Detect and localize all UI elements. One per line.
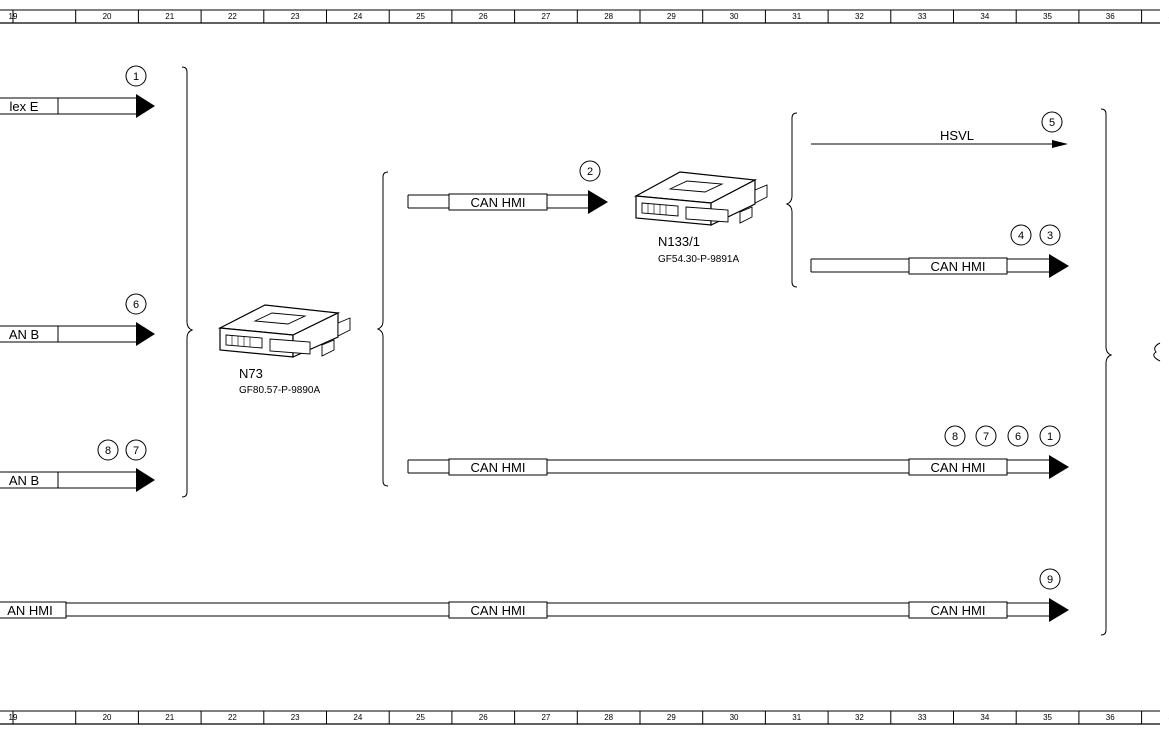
arrow-head-icon bbox=[1049, 254, 1069, 278]
ruler-top: 19202122232425262728293031323334353637 bbox=[0, 9, 1169, 24]
ruler-number: 23 bbox=[291, 713, 300, 722]
ruler-number: 36 bbox=[1106, 713, 1115, 722]
ruler-number: 27 bbox=[541, 12, 550, 21]
ruler-number: 22 bbox=[228, 12, 237, 21]
callout: 1 bbox=[1047, 431, 1053, 443]
ecu-doc-ref: GF54.30-P-9891A bbox=[658, 254, 739, 265]
ruler-number: 31 bbox=[792, 12, 801, 21]
ruler-number: 28 bbox=[604, 713, 613, 722]
ruler-number: 35 bbox=[1043, 713, 1052, 722]
ruler-number: 32 bbox=[855, 12, 864, 21]
bus-can-hmi-long: CAN HMI CAN HMI 8 7 6 1 bbox=[407, 425, 1069, 479]
ruler-number: 33 bbox=[918, 713, 927, 722]
ruler-number: 20 bbox=[103, 713, 112, 722]
input-label: AN B bbox=[9, 327, 39, 342]
callout: 1 bbox=[133, 71, 139, 83]
ruler-number: 33 bbox=[918, 12, 927, 21]
ruler-number: 29 bbox=[667, 713, 676, 722]
control-unit-icon bbox=[633, 171, 768, 226]
ruler-number: 30 bbox=[730, 12, 739, 21]
bus-label: CAN HMI bbox=[931, 460, 986, 475]
brace-inputs bbox=[181, 66, 194, 498]
callout: 6 bbox=[133, 299, 139, 311]
ecu-doc-ref: GF80.57-P-9890A bbox=[239, 385, 320, 396]
ruler-number: 19 bbox=[9, 12, 18, 21]
bus-label: CAN HMI bbox=[931, 603, 986, 618]
ruler-number: 34 bbox=[980, 713, 989, 722]
ecu-n73: N73 GF80.57-P-9890A bbox=[217, 304, 351, 396]
ruler-number: 30 bbox=[730, 713, 739, 722]
ruler-number: 26 bbox=[479, 12, 488, 21]
callout: 7 bbox=[133, 445, 139, 457]
ruler-number: 27 bbox=[541, 713, 550, 722]
ruler-number: 28 bbox=[604, 12, 613, 21]
input-bus-flex-e: lex E 1 bbox=[0, 65, 155, 118]
ruler-number: 25 bbox=[416, 713, 425, 722]
callout: 3 bbox=[1047, 230, 1053, 242]
callout: 2 bbox=[587, 166, 593, 178]
bus-label: AN HMI bbox=[7, 603, 53, 618]
arrow-head-icon bbox=[588, 190, 608, 214]
ruler-number: 22 bbox=[228, 713, 237, 722]
control-unit-icon bbox=[217, 304, 351, 358]
brace-right bbox=[1100, 108, 1113, 636]
arrow-head-icon bbox=[1049, 455, 1069, 479]
callout: 6 bbox=[1015, 431, 1021, 443]
ruler-number: 21 bbox=[165, 12, 174, 21]
ruler-number: 21 bbox=[165, 713, 174, 722]
bus-label: CAN HMI bbox=[931, 259, 986, 274]
arrow-head-icon bbox=[1049, 598, 1069, 622]
bus-label: CAN HMI bbox=[471, 603, 526, 618]
ecu-name: N133/1 bbox=[658, 234, 700, 249]
bus-can-hmi-to-n133: CAN HMI 2 bbox=[407, 160, 608, 214]
input-bus-can-b-1: AN B 6 bbox=[0, 293, 155, 346]
ruler-number: 25 bbox=[416, 12, 425, 21]
callout: 5 bbox=[1049, 117, 1055, 129]
callout: 7 bbox=[983, 431, 989, 443]
ecu-name: N73 bbox=[239, 366, 263, 381]
line-label: HSVL bbox=[940, 128, 974, 143]
line-hsvl: HSVL 5 bbox=[811, 111, 1068, 148]
ruler-number: 34 bbox=[980, 12, 989, 21]
bus-label: CAN HMI bbox=[471, 195, 526, 210]
bus-label: CAN HMI bbox=[471, 460, 526, 475]
arrow-head-icon bbox=[1052, 140, 1068, 148]
bus-can-hmi-bottom: AN HMI CAN HMI CAN HMI 9 bbox=[0, 568, 1069, 622]
ruler-number: 31 bbox=[792, 713, 801, 722]
brace-n73-outputs bbox=[376, 171, 389, 487]
callout: 8 bbox=[105, 445, 111, 457]
input-bus-can-b-2: AN B 8 7 bbox=[0, 439, 155, 492]
ruler-number: 23 bbox=[291, 12, 300, 21]
callout: 9 bbox=[1047, 574, 1053, 586]
input-label: lex E bbox=[10, 99, 39, 114]
ruler-number: 24 bbox=[353, 12, 362, 21]
ruler-bottom: 19202122232425262728293031323334353637 bbox=[0, 710, 1169, 725]
bus-can-hmi-n133-out: CAN HMI 4 3 bbox=[810, 224, 1069, 278]
brace-n133-outputs bbox=[785, 112, 798, 288]
ruler-number: 24 bbox=[353, 713, 362, 722]
ruler-number: 29 bbox=[667, 12, 676, 21]
ruler-number: 19 bbox=[9, 713, 18, 722]
arrow-head-icon bbox=[136, 322, 155, 346]
ruler-number: 26 bbox=[479, 713, 488, 722]
ruler-number: 20 bbox=[103, 12, 112, 21]
arrow-head-icon bbox=[136, 468, 155, 492]
input-label: AN B bbox=[9, 473, 39, 488]
callout: 4 bbox=[1018, 230, 1024, 242]
offpage-fragment bbox=[1153, 342, 1161, 362]
arrow-head-icon bbox=[136, 94, 155, 118]
ruler-number: 35 bbox=[1043, 12, 1052, 21]
ruler-number: 36 bbox=[1106, 12, 1115, 21]
callout: 8 bbox=[952, 431, 958, 443]
ruler-number: 32 bbox=[855, 713, 864, 722]
ecu-n133-1: N133/1 GF54.30-P-9891A bbox=[633, 171, 768, 265]
